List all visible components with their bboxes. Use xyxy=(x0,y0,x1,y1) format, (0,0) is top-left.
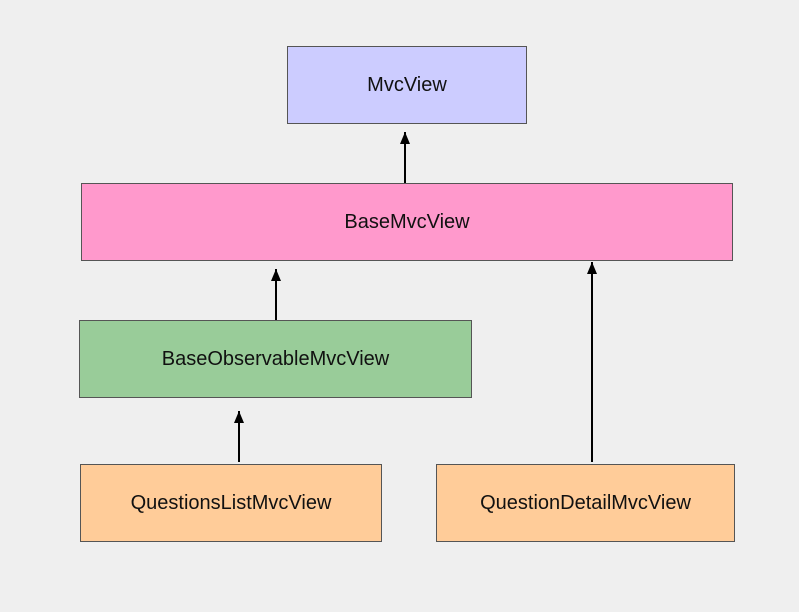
node-label: QuestionsListMvcView xyxy=(130,491,332,514)
node-questionslistmvcview: QuestionsListMvcView xyxy=(80,464,382,542)
node-mvcview: MvcView xyxy=(287,46,527,124)
arrowhead-icon xyxy=(400,132,410,144)
node-questiondetailmvcview: QuestionDetailMvcView xyxy=(436,464,735,542)
node-label: MvcView xyxy=(367,73,447,96)
node-label: BaseMvcView xyxy=(344,210,470,233)
node-baseobservablemvcview: BaseObservableMvcView xyxy=(79,320,472,398)
node-label: BaseObservableMvcView xyxy=(161,347,390,370)
arrowhead-icon xyxy=(587,262,597,274)
arrowhead-icon xyxy=(234,411,244,423)
node-basemvcview: BaseMvcView xyxy=(81,183,733,261)
arrowhead-icon xyxy=(271,269,281,281)
node-label: QuestionDetailMvcView xyxy=(480,491,691,514)
